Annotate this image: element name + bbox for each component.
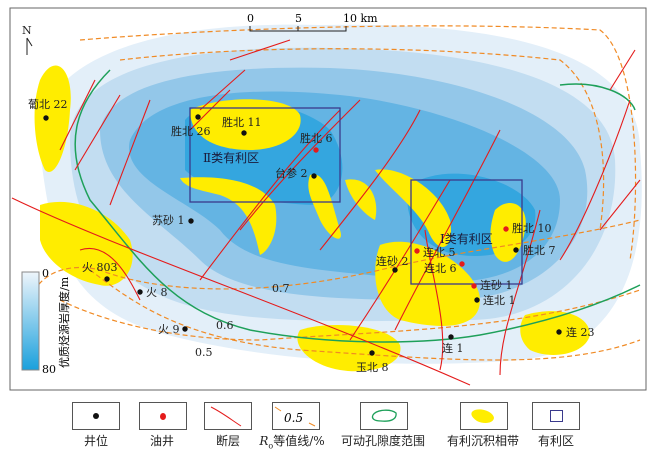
fault-icon bbox=[210, 406, 242, 427]
legend-porosity bbox=[360, 402, 408, 430]
svg-text:台参 2: 台参 2 bbox=[275, 166, 308, 180]
svg-text:胜北 26: 胜北 26 bbox=[171, 124, 211, 138]
legend-facies bbox=[460, 402, 508, 430]
svg-text:玉北 8: 玉北 8 bbox=[356, 361, 389, 374]
legend-well-label: 井位 bbox=[83, 434, 109, 448]
svg-text:葡北 22: 葡北 22 bbox=[28, 98, 68, 111]
legend-porosity-label: 可动孔隙度范围 bbox=[340, 434, 426, 448]
north-arrow: N bbox=[22, 24, 33, 55]
svg-text:胜北 10: 胜北 10 bbox=[512, 221, 552, 235]
svg-text:连北 1: 连北 1 bbox=[483, 294, 516, 307]
svg-text:火 8: 火 8 bbox=[146, 286, 168, 299]
svg-text:N: N bbox=[22, 24, 32, 37]
well-marker: 玉北 8 bbox=[356, 350, 389, 374]
zone-2-box bbox=[189, 107, 341, 203]
contour-label: 0.6 bbox=[216, 319, 234, 332]
svg-text:苏砂 1: 苏砂 1 bbox=[152, 214, 185, 227]
legend-fault bbox=[204, 402, 252, 430]
oil-well-marker: 胜北 10 bbox=[503, 221, 552, 235]
well-marker: 连 1 bbox=[442, 334, 464, 355]
svg-text:连 1: 连 1 bbox=[442, 342, 464, 355]
svg-text:0.5: 0.5 bbox=[284, 411, 303, 425]
facies-icon bbox=[471, 409, 494, 423]
oil-well-marker: 连北 6 bbox=[424, 261, 465, 275]
legend-ro-contour: 0.5 bbox=[272, 402, 320, 430]
oil-well-icon bbox=[160, 413, 166, 420]
svg-text:连北 5: 连北 5 bbox=[423, 246, 456, 259]
well-marker: 台参 2 bbox=[275, 166, 317, 180]
svg-text:胜北 6: 胜北 6 bbox=[300, 131, 333, 145]
svg-text:连砂 1: 连砂 1 bbox=[480, 279, 513, 292]
svg-text:80: 80 bbox=[42, 363, 56, 376]
colorbar-title: 优质烃源岩厚度/m bbox=[57, 276, 71, 368]
contour-labels: 0.7 0.6 0.5 bbox=[195, 282, 290, 359]
svg-text:胜北 11: 胜北 11 bbox=[222, 115, 262, 129]
zone-1-label: Ⅰ类有利区 bbox=[440, 232, 493, 246]
contour-label: 0.7 bbox=[272, 282, 290, 295]
well-marker: 火 9 bbox=[158, 323, 188, 336]
legend-zone-label: 有利区 bbox=[537, 434, 575, 448]
legend-well bbox=[72, 402, 120, 430]
porosity-range-icon bbox=[371, 409, 397, 422]
well-marker: 火 803 bbox=[82, 261, 118, 282]
svg-text:10 km: 10 km bbox=[343, 12, 378, 25]
zone-2-label: Ⅱ类有利区 bbox=[203, 151, 259, 165]
zone-icon bbox=[550, 410, 563, 422]
svg-text:连 23: 连 23 bbox=[566, 326, 595, 339]
thickness-colorbar: 0 80 优质烃源岩厚度/m bbox=[21, 267, 71, 376]
svg-text:0: 0 bbox=[247, 12, 254, 25]
svg-text:火 803: 火 803 bbox=[82, 261, 118, 274]
well-marker: 葡北 22 bbox=[28, 98, 68, 121]
well-marker: 连 23 bbox=[556, 326, 595, 339]
ro-contour-icon: 0.5 bbox=[274, 406, 316, 427]
well-icon bbox=[93, 413, 99, 419]
svg-text:胜北 7: 胜北 7 bbox=[523, 243, 556, 257]
well-marker: 连北 1 bbox=[474, 294, 516, 307]
oil-well-marker: 连北 5 bbox=[414, 246, 456, 259]
contour-label: 0.5 bbox=[195, 346, 213, 359]
legend-fault-label: 断层 bbox=[215, 434, 241, 448]
legend-ro-label: Ro等值线/% bbox=[259, 434, 325, 450]
oil-well-marker: 胜北 6 bbox=[300, 131, 333, 153]
scale-bar: 0 5 10 km bbox=[247, 12, 378, 32]
svg-text:连北 6: 连北 6 bbox=[424, 262, 457, 275]
geologic-map: Ⅱ类有利区 Ⅰ类有利区 0.7 0.6 0.5 葡北 22 胜北 26 胜北 1… bbox=[9, 7, 647, 391]
legend-oil-well bbox=[139, 402, 187, 430]
svg-text:连砂 2: 连砂 2 bbox=[376, 255, 409, 268]
well-marker: 火 8 bbox=[137, 286, 168, 299]
oil-well-marker: 连砂 1 bbox=[471, 279, 513, 292]
legend-oil-well-label: 油井 bbox=[149, 434, 175, 448]
porosity-boundary bbox=[74, 69, 641, 343]
well-marker: 胜北 26 bbox=[171, 114, 211, 138]
well-marker: 胜北 11 bbox=[222, 115, 262, 136]
svg-text:0: 0 bbox=[42, 267, 49, 280]
well-marker: 胜北 7 bbox=[513, 243, 556, 257]
ro-contours bbox=[27, 25, 641, 361]
legend-zone bbox=[532, 402, 580, 430]
well-marker: 苏砂 1 bbox=[152, 214, 194, 227]
faults bbox=[11, 39, 641, 386]
legend-facies-label: 有利沉积相带 bbox=[446, 434, 520, 448]
well-marker: 连砂 2 bbox=[376, 255, 409, 273]
wells: 葡北 22 胜北 26 胜北 11 胜北 6 台参 2 苏砂 1 火 803 火… bbox=[28, 98, 595, 374]
svg-text:5: 5 bbox=[295, 12, 302, 25]
svg-text:火 9: 火 9 bbox=[158, 323, 180, 336]
zone-1-box bbox=[410, 179, 523, 285]
